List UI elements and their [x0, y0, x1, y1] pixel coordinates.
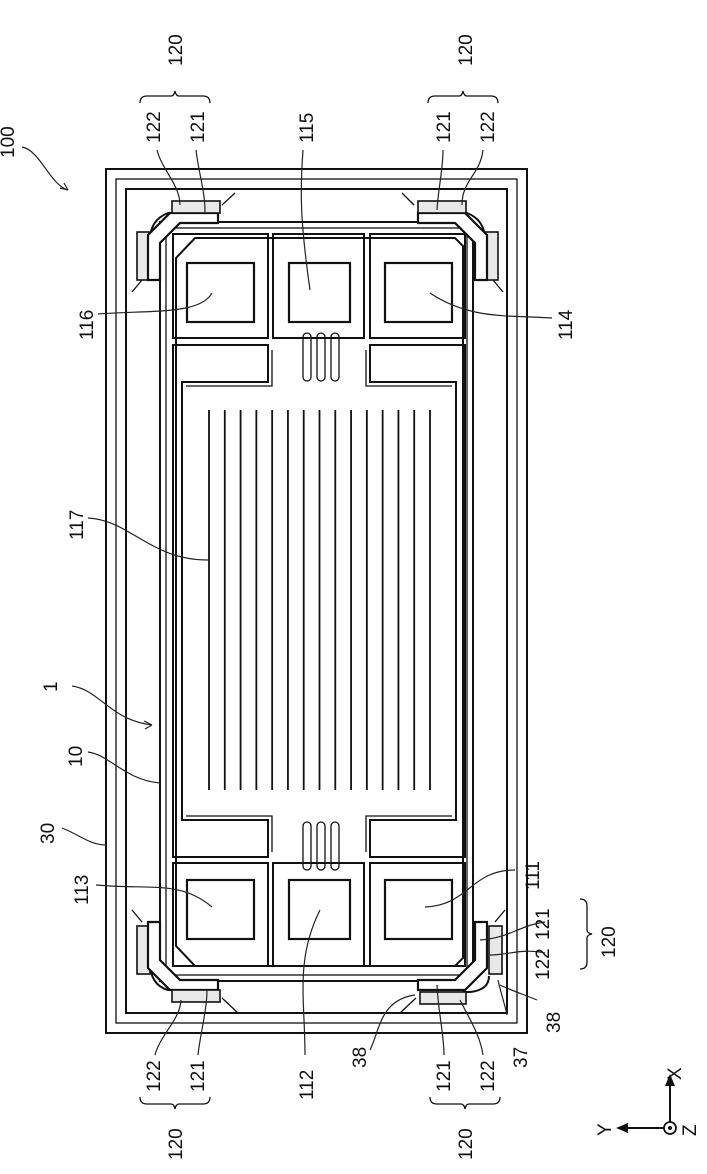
pad-115	[287, 261, 352, 324]
label-121-rs: 121	[533, 908, 554, 940]
axis-label-y: Y	[595, 1123, 616, 1136]
pad-113	[185, 878, 256, 941]
axis-indicator: X Y Z	[595, 1067, 701, 1136]
pad-116	[185, 261, 256, 324]
x-arrow-icon	[665, 1074, 675, 1086]
bump-top-left	[131, 192, 236, 293]
label-38-left: 38	[350, 1047, 371, 1068]
label-30: 30	[38, 823, 59, 844]
pad-111	[383, 878, 454, 941]
wiring-ring	[175, 237, 464, 967]
braces	[139, 90, 593, 1110]
top-pad-cells	[172, 233, 466, 339]
label-100: 100	[0, 126, 19, 158]
bump-bottom-left	[131, 909, 239, 1014]
label-115: 115	[297, 113, 318, 143]
label-117: 117	[67, 510, 88, 540]
label-121-tl: 121	[188, 111, 209, 143]
label-120-tr: 120	[456, 34, 477, 66]
package-frame	[105, 168, 528, 1034]
idt-fingers	[208, 410, 431, 790]
label-120-br: 120	[456, 1128, 477, 1160]
axis-label-x: X	[665, 1067, 686, 1080]
pad-114	[383, 261, 454, 324]
bump-top-right	[401, 192, 504, 293]
label-38-right: 38	[544, 1012, 565, 1033]
leader-lines	[21, 146, 553, 1056]
label-112: 112	[297, 1070, 318, 1100]
label-116: 116	[77, 310, 98, 340]
y-arrow-icon	[616, 1123, 628, 1133]
label-120-rs: 120	[599, 926, 620, 958]
label-37: 37	[511, 1047, 532, 1068]
idt-busbars	[172, 344, 466, 858]
label-120-tl: 120	[166, 34, 187, 66]
label-1: 1	[41, 681, 62, 692]
label-10: 10	[66, 746, 87, 767]
label-122-bl: 122	[144, 1060, 165, 1092]
label-121-bl: 121	[188, 1060, 209, 1092]
label-122-br: 122	[478, 1060, 499, 1092]
label-120-bl: 120	[166, 1128, 187, 1160]
substrate	[159, 221, 474, 982]
slots-top	[302, 332, 340, 382]
label-113: 113	[72, 875, 93, 905]
label-122-tr: 122	[478, 111, 499, 143]
pad-112	[287, 878, 352, 941]
bottom-pad-cells	[172, 862, 466, 967]
labels: 100 120 122 121 120 121 122 115 116 114 …	[0, 34, 620, 1160]
label-111: 111	[523, 861, 544, 890]
axis-label-z: Z	[680, 1124, 701, 1136]
label-121-tr: 121	[434, 111, 455, 143]
label-122-rs: 122	[533, 948, 554, 980]
label-122-tl: 122	[144, 111, 165, 143]
slots-bottom	[302, 821, 340, 871]
label-114: 114	[556, 309, 577, 340]
label-121-br: 121	[434, 1060, 455, 1092]
